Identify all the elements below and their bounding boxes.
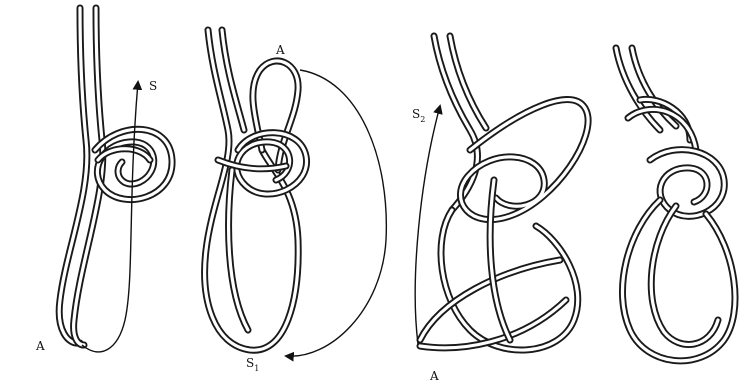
rope-strand-core — [622, 200, 735, 361]
stage-3: S2 A — [412, 36, 588, 383]
stage-3-arrow — [415, 106, 440, 344]
stage-3-rope — [420, 36, 588, 350]
stage-2-label-s1-sub: 1 — [254, 364, 259, 373]
rope-strand-outline — [651, 206, 718, 345]
stage-3-label-s2-sub: 2 — [420, 115, 425, 124]
rope-strand-core — [420, 300, 566, 348]
stage-4 — [616, 48, 735, 361]
rope-strand-outline — [441, 210, 578, 350]
stage-2-label-s1: S1 — [246, 356, 259, 373]
stage-1: S A — [35, 8, 172, 353]
rope-strand — [420, 300, 566, 348]
rope-strand — [441, 210, 578, 350]
stage-4-rope — [616, 48, 735, 361]
stage-1-arrow — [82, 82, 138, 352]
rope-strand — [622, 200, 735, 361]
rope-strand — [650, 150, 724, 217]
stage-3-label-s2-main: S — [412, 107, 420, 121]
stage-3-label-a: A — [429, 369, 439, 383]
stage-1-label-s: S — [149, 79, 157, 93]
stage-2-label-s1-main: S — [246, 356, 254, 370]
stage-1-rope — [59, 8, 172, 345]
stage-2: A S1 — [205, 30, 387, 373]
rope-strand — [229, 170, 248, 330]
rope-strand-core — [441, 210, 578, 350]
rope-strand — [651, 206, 718, 345]
rope-strand-outline — [59, 8, 87, 343]
stage-2-arrow — [286, 70, 386, 356]
rope-strand-core — [650, 150, 724, 217]
stage-3-label-s2: S2 — [412, 107, 425, 124]
rope-strand — [450, 36, 486, 128]
rope-strand — [59, 8, 87, 343]
stage-2-rope — [205, 30, 307, 350]
stage-1-label-a: A — [35, 339, 45, 353]
stage-2-label-a: A — [275, 43, 285, 57]
rope-strand-outline — [450, 36, 486, 128]
